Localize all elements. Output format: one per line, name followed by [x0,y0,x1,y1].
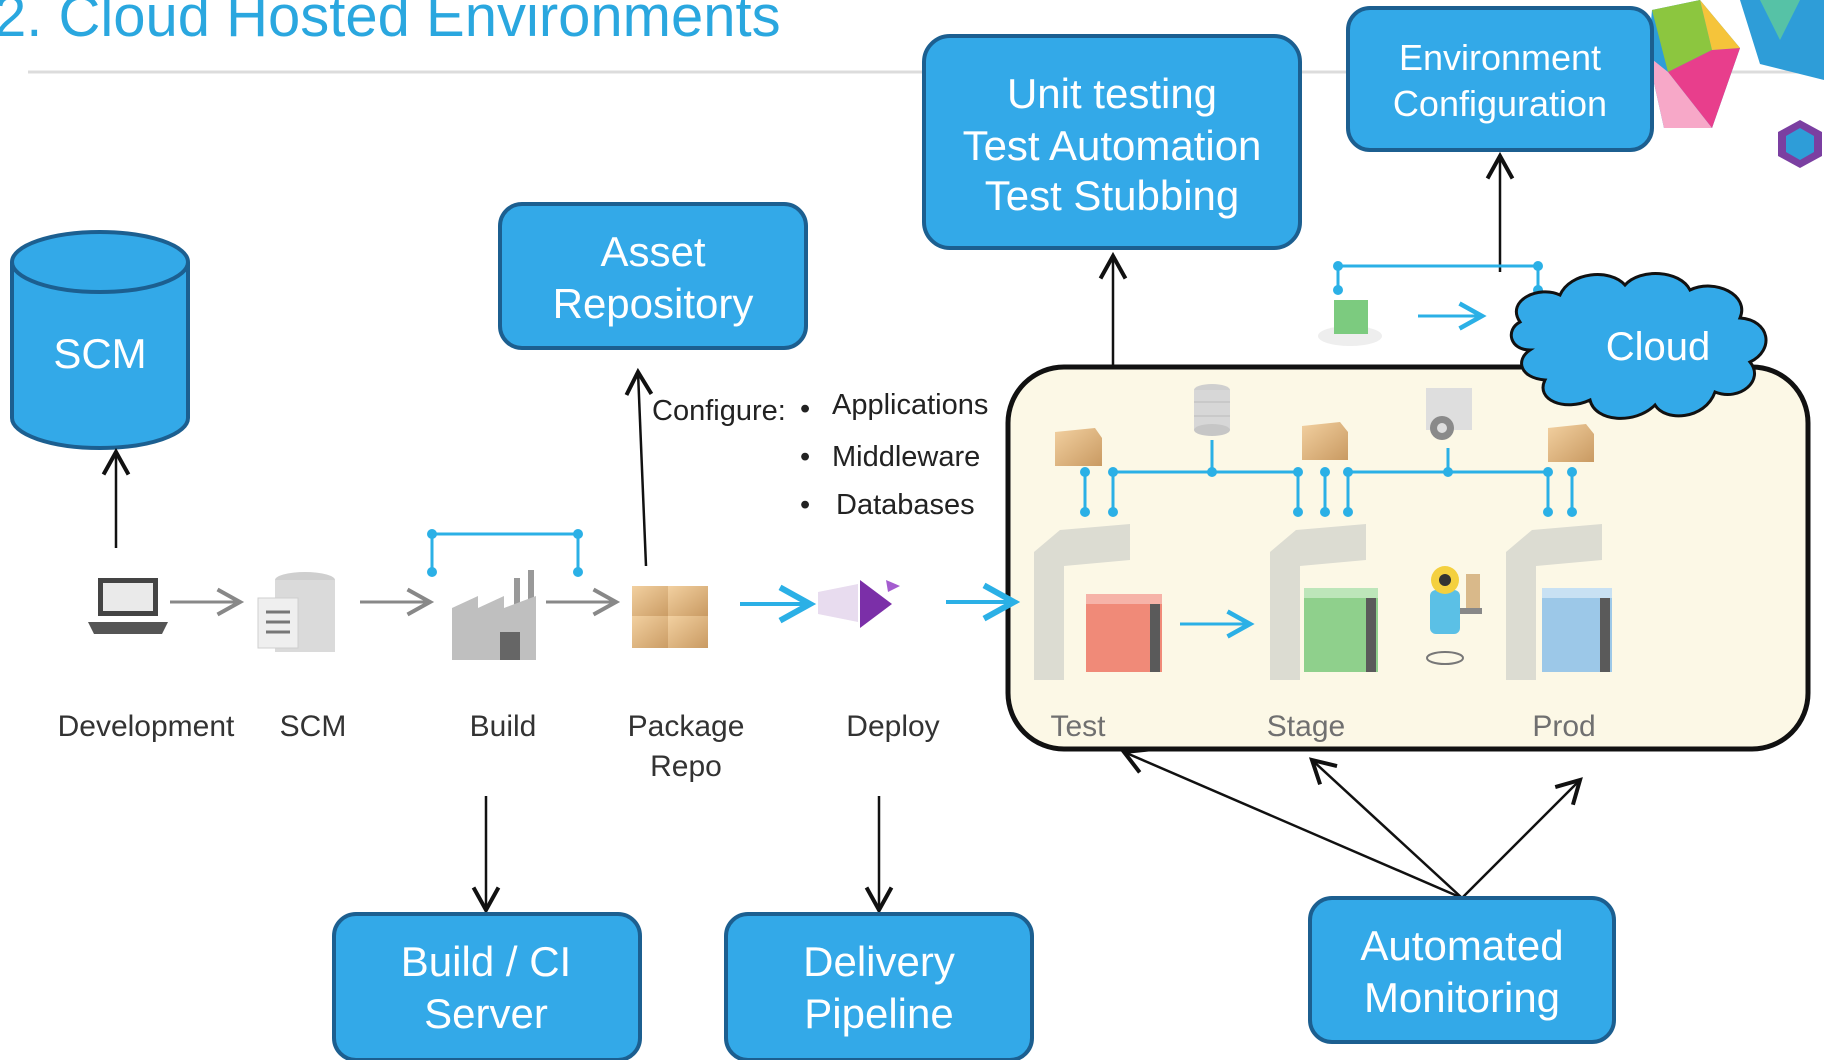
provisioning-connector [1318,261,1543,346]
delivery-pipeline-line-2: Pipeline [804,990,953,1037]
automated-monitoring-line-1: Automated [1360,922,1563,969]
configure-bullet: • [800,441,810,473]
stage-environment [1270,524,1378,680]
delivery-pipeline-line-1: Delivery [803,938,955,985]
provision-server-icon [1334,300,1368,334]
configure-label: Configure: [652,395,786,427]
stage-label-repo: Repo [650,750,722,783]
stage-label-scm: SCM [280,710,347,743]
scm-cylinder-label: SCM [53,330,146,377]
laptop-icon [88,578,168,634]
unit-testing-line-1: Unit testing [1007,70,1217,117]
configure-item-databases: Databases [836,489,975,521]
arrow-monitoring-to-stage [1308,757,1463,899]
robot-icon [1426,566,1482,665]
corner-logo [1648,0,1824,168]
deploy-icon [818,580,900,628]
arrow-monitoring-to-prod [1461,777,1583,899]
environment-connectors [1080,440,1577,517]
prod-environment [1506,524,1612,680]
configure-bullet: • [800,393,810,425]
server-icon [257,572,335,652]
stage-label-package: Package [628,710,745,743]
build-ci-server-line-1: Build / CI [401,938,571,985]
arrow-package-to-asset [624,367,654,567]
env-label-stage: Stage [1267,710,1345,743]
cloud-callout: Cloud [1509,272,1768,420]
delivery-pipeline-callout: Delivery Pipeline [724,912,1034,1060]
automated-monitoring-callout: Automated Monitoring [1308,896,1616,1044]
env-label-test: Test [1050,710,1106,743]
test-environment [1034,524,1162,680]
build-ci-server-line-2: Server [424,990,548,1037]
database-icon [1194,384,1230,436]
environments-panel: Test Stage Prod [1005,364,1811,752]
box-icon [1055,428,1102,466]
stage-label-deploy: Deploy [846,710,939,743]
configure-bullet: • [800,489,810,521]
box-icon [1302,422,1348,460]
factory-icon [427,529,583,660]
page-title: 2. Cloud Hosted Environments [0,0,781,49]
environment-configuration-line-2: Configuration [1393,83,1607,124]
packages-icon [632,586,708,648]
env-label-prod: Prod [1532,710,1595,743]
asset-repository-callout: Asset Repository [498,202,808,350]
automated-monitoring-line-2: Monitoring [1364,974,1560,1021]
build-ci-server-callout: Build / CI Server [332,912,642,1060]
environment-configuration-callout: Environment Configuration [1346,6,1654,152]
cloud-label: Cloud [1606,325,1711,369]
asset-repository-line-2: Repository [553,280,754,327]
unit-testing-line-3: Test Stubbing [985,172,1240,219]
unit-testing-line-2: Test Automation [963,122,1262,169]
configure-list: Configure: • Applications • Middleware •… [652,389,988,521]
configure-item-middleware: Middleware [832,441,980,473]
stage-label-development: Development [58,710,235,743]
box-icon [1548,424,1594,462]
arrow-monitoring-to-test [1120,747,1463,900]
unit-testing-callout: Unit testing Test Automation Test Stubbi… [922,34,1302,250]
configure-item-applications: Applications [832,389,988,421]
scm-cylinder: SCM [10,230,190,450]
environment-configuration-line-1: Environment [1399,37,1601,78]
gear-icon [1426,388,1472,440]
asset-repository-line-1: Asset [600,228,705,275]
stage-label-build: Build [470,710,537,743]
